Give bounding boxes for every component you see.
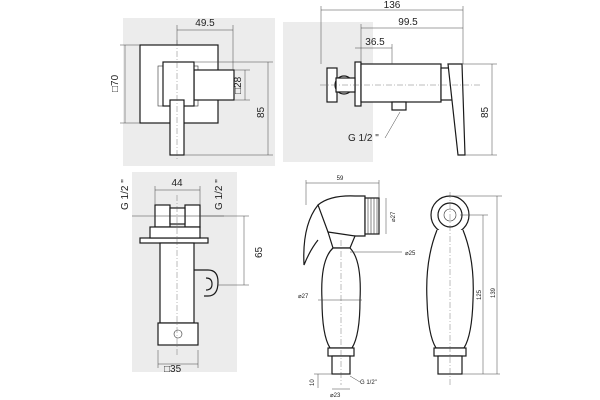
- dim-spray-base-height: 10: [310, 379, 316, 386]
- dim-spray-head: ⌀27: [391, 211, 397, 222]
- dim-spray-width: 59: [337, 176, 344, 182]
- dim-spray-base: ⌀23: [330, 393, 341, 399]
- dim-valve-cap: □28: [233, 76, 244, 94]
- dim-spray-neck: ⌀25: [405, 251, 416, 257]
- dim-bracket-base: □35: [164, 364, 182, 375]
- dim-valve-height: 85: [256, 106, 267, 118]
- dim-side-body: 36.5: [365, 37, 385, 48]
- dim-valve-width: 49.5: [195, 18, 215, 29]
- dim-spray-total-length: 139: [491, 287, 497, 298]
- dim-bracket-width: 44: [171, 178, 183, 189]
- label-spray-thread: G 1/2": [360, 380, 377, 386]
- spray-front-view: 125 139: [426, 192, 502, 385]
- valve-side-view: 136 99.5 36.5 85 G 1/2 ": [283, 0, 497, 162]
- dim-spray-body: ⌀27: [298, 294, 309, 300]
- dim-valve-square: □70: [110, 74, 121, 92]
- label-side-thread: G 1/2 ": [348, 133, 379, 144]
- valve-front-view: 49.5 □70 □28 85: [110, 18, 275, 166]
- dim-side-total: 136: [384, 0, 401, 11]
- bracket-view: G 1/2 " G 1/2 " 44 65 □35: [120, 172, 265, 375]
- spray-side-view: 59 ⌀27 ⌀25 ⌀27 10 ⌀23 G 1/2": [298, 176, 416, 399]
- label-bracket-thread-right: G 1/2 ": [214, 179, 225, 210]
- dim-side-height: 85: [480, 106, 491, 118]
- dim-side-lever: 99.5: [398, 17, 418, 28]
- dim-spray-inner-length: 125: [477, 289, 483, 300]
- dim-bracket-height: 65: [254, 246, 265, 258]
- label-bracket-thread-left: G 1/2 ": [120, 179, 131, 210]
